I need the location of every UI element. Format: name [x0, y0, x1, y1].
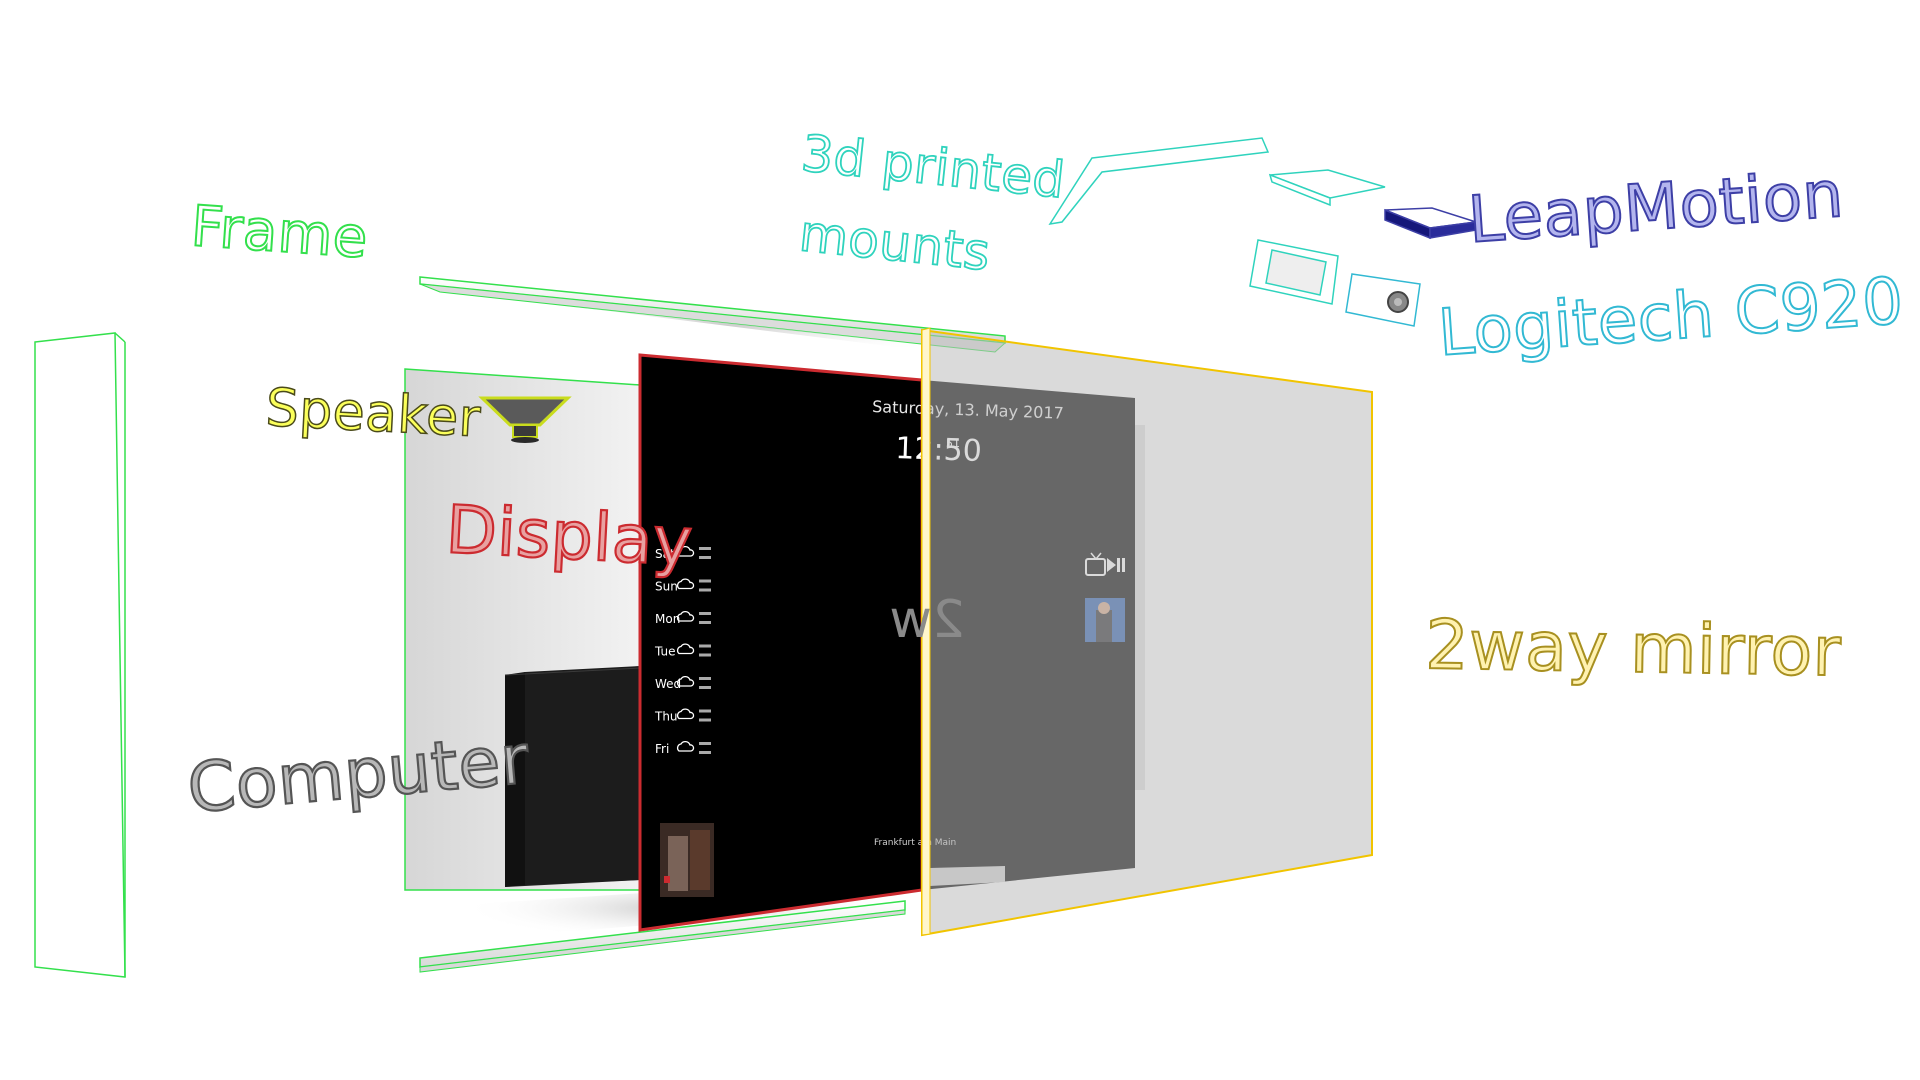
forecast-day: Fri	[655, 742, 669, 756]
forecast-temp-low	[699, 588, 711, 592]
forecast-temp-high	[699, 644, 711, 648]
forecast-day: Sat	[655, 547, 675, 561]
forecast-day: Thu	[654, 710, 678, 724]
webcam-device-icon	[1345, 273, 1421, 327]
frame-top-shelf	[419, 276, 1007, 360]
cloud-icon	[676, 610, 695, 622]
forecast-temp-high	[699, 579, 711, 583]
forecast-day: Wed	[655, 677, 681, 691]
label-mounts-line1: 3d printed	[799, 124, 1068, 209]
forecast-temp-low	[699, 556, 711, 559]
forecast-temp-low	[699, 653, 711, 657]
label-mirror: 2way mirror	[1425, 606, 1842, 692]
forecast-temp-low	[699, 621, 711, 624]
mount-camera-bracket	[1249, 239, 1339, 305]
cloud-icon	[676, 545, 695, 557]
forecast-temp-high	[699, 677, 711, 680]
forecast-temp-high	[699, 547, 711, 550]
forecast-day: Tue	[654, 645, 676, 659]
forecast-temp-low	[699, 751, 711, 754]
mount-leapmotion-bracket	[1268, 169, 1386, 207]
label-webcam: Logitech C920	[1436, 265, 1906, 371]
forecast-temp-high	[699, 612, 711, 615]
label-mounts-line2: mounts	[797, 204, 993, 282]
label-frame: Frame	[189, 194, 370, 271]
label-display: Display	[444, 491, 694, 581]
frame-side-panel	[34, 332, 126, 978]
cloud-icon	[676, 643, 695, 655]
forecast-day: Mon	[655, 612, 680, 626]
label-speaker: Speaker	[264, 378, 482, 449]
screen-location: Frankfurt am Main	[874, 838, 956, 848]
cloud-icon	[676, 740, 695, 752]
forecast-temp-high	[699, 742, 711, 745]
forecast-day: Sun	[655, 580, 678, 594]
mirror-reflection-text: 2w	[889, 590, 965, 650]
forecast-temp-high	[699, 709, 711, 713]
mount-long-bracket	[1048, 137, 1270, 226]
speaker-icon	[478, 396, 572, 443]
label-leapmotion: LeapMotion	[1466, 158, 1846, 258]
two-way-mirror: 2w	[889, 327, 1373, 937]
camera-preview-thumbnail	[660, 823, 714, 897]
forecast-temp-low	[699, 718, 711, 722]
cloud-icon	[676, 578, 695, 590]
cloud-icon	[676, 675, 695, 687]
leapmotion-device-icon	[1384, 207, 1477, 240]
forecast-temp-low	[699, 686, 711, 689]
computer-box	[504, 666, 641, 887]
cloud-icon	[676, 708, 695, 720]
